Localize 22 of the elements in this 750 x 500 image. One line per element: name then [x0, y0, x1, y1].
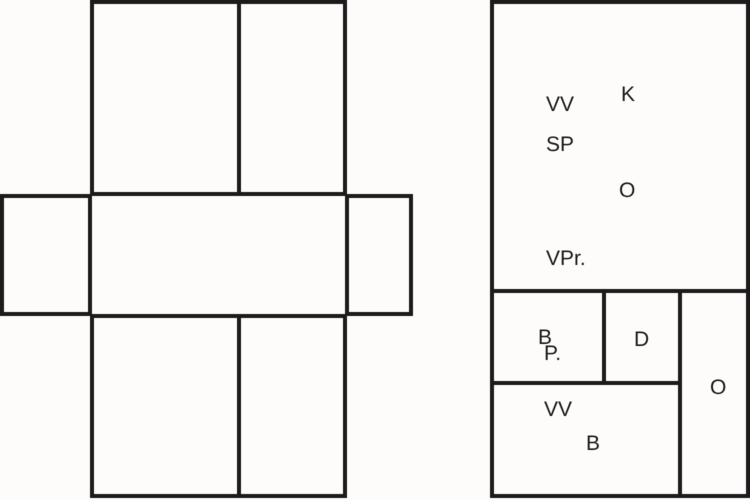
room-label: O [710, 377, 726, 398]
room-label: O [619, 180, 636, 201]
room-label: D [634, 329, 650, 350]
box-outline [90, 0, 239, 194]
room-label: SP [546, 134, 574, 155]
room-label: P. [544, 343, 562, 364]
box-outline [0, 194, 90, 316]
box-outline [90, 194, 347, 316]
room-outline [490, 0, 750, 291]
box-outline [239, 316, 347, 498]
box-outline [239, 0, 347, 194]
room-outline [680, 291, 750, 498]
room-outline [604, 291, 680, 383]
room-outline [490, 383, 680, 498]
room-label: VPr. [546, 248, 586, 269]
room-label: B [586, 433, 600, 454]
box-outline [90, 316, 239, 498]
box-outline [347, 194, 413, 316]
room-label: VV [544, 399, 572, 420]
room-label: K [621, 84, 636, 105]
room-label: VV [546, 94, 574, 115]
room-outline [490, 291, 604, 383]
